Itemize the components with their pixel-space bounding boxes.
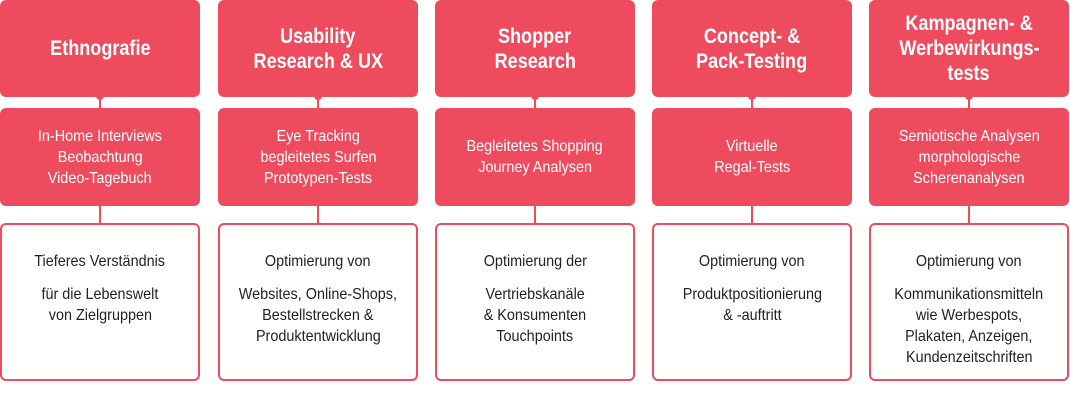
goal-line: Optimierung von	[916, 253, 1022, 270]
connector-line	[317, 204, 319, 238]
method-line: Prototypen-Tests	[263, 169, 373, 187]
column-title-box: Concept- & Pack-Testing	[652, 0, 852, 97]
column-title-box: Usability Research & UX	[218, 0, 418, 97]
connector-dot	[748, 92, 756, 100]
column-title-line: Werbewirkungs-	[898, 37, 1040, 60]
methods-box: In-Home Interviews Beobachtung Video-Tag…	[0, 108, 200, 206]
goal-line: Plakaten, Anzeigen,	[905, 328, 1033, 345]
connector-dot	[531, 92, 539, 100]
goal-line: Optimierung von	[265, 253, 371, 270]
method-line: Begleitetes Shopping	[466, 138, 604, 155]
goal-line: Produktpositionierung	[682, 286, 822, 303]
goal-box: Tieferes Verständnis für die Lebenswelt …	[0, 223, 200, 381]
goal-line: Kundenzeitschriften	[905, 349, 1033, 366]
goal-box: Optimierung von Produktpositionierung & …	[652, 223, 852, 381]
goal-line: Optimierung der	[483, 253, 587, 270]
goal-box: Optimierung von Kommunikationsmitteln wi…	[869, 223, 1069, 381]
column-title-box: Ethnografie	[0, 0, 200, 97]
method-line: Video-Tagebuch	[48, 169, 152, 187]
method-line: Journey Analysen	[478, 159, 592, 176]
connector-line	[751, 204, 753, 238]
method-line: Beobachtung	[57, 148, 143, 166]
column-title-box: Shopper Research	[435, 0, 635, 97]
goal-line: Vertriebskanäle	[485, 286, 585, 303]
goal-line: Tieferes Verständnis	[34, 253, 166, 270]
goal-line: Websites, Online-Shops,	[238, 286, 398, 303]
goal-box: Optimierung der Vertriebskanäle & Konsum…	[435, 223, 635, 381]
goal-line: Kommunikationsmitteln	[894, 286, 1044, 303]
method-line: Regal-Tests	[713, 159, 791, 176]
method-line: Semiotische Analysen	[898, 127, 1040, 145]
column-title-line: tests	[947, 62, 991, 85]
column-title-line: Kampagnen- &	[905, 12, 1033, 35]
connector-dot	[314, 92, 322, 100]
goal-line: Optimierung von	[699, 253, 805, 270]
methods-box: Virtuelle Regal-Tests	[652, 108, 852, 206]
connector-line	[317, 95, 319, 111]
goal-line: für die Lebenswelt	[41, 286, 159, 303]
connector-line	[99, 95, 101, 111]
column-kampagnen-werbewirkungstests: Kampagnen- & Werbewirkungs- tests Semiot…	[869, 0, 1069, 417]
method-line: morphologische	[918, 148, 1020, 166]
methods-box: Begleitetes Shopping Journey Analysen	[435, 108, 635, 206]
goal-line: wie Werbespots,	[915, 307, 1023, 324]
column-title-line: Concept- &	[703, 24, 801, 48]
connector-line	[751, 95, 753, 111]
methods-box: Eye Tracking begleitetes Surfen Prototyp…	[218, 108, 418, 206]
goal-line: von Zielgruppen	[48, 307, 152, 324]
connector-line	[534, 95, 536, 111]
method-line: Eye Tracking	[276, 127, 360, 145]
column-shopper-research: Shopper Research Begleitetes Shopping Jo…	[435, 0, 635, 417]
connector-line	[534, 204, 536, 238]
column-usability-research: Usability Research & UX Eye Tracking beg…	[218, 0, 418, 417]
method-line: begleitetes Surfen	[259, 148, 377, 166]
connector-dot	[96, 92, 104, 100]
connector-line	[968, 204, 970, 238]
method-line: Virtuelle	[726, 138, 778, 155]
connector-dot	[965, 92, 973, 100]
column-title-box: Kampagnen- & Werbewirkungs- tests	[869, 0, 1069, 97]
goal-line: & -auftritt	[722, 307, 782, 324]
column-title-line: Research	[494, 49, 576, 73]
column-title-line: Shopper	[498, 24, 572, 48]
column-title-line: Usability	[280, 24, 356, 48]
column-concept-pack-testing: Concept- & Pack-Testing Virtuelle Regal-…	[652, 0, 852, 417]
connector-line	[968, 95, 970, 111]
goal-line: & Konsumenten	[483, 307, 587, 324]
method-line: In-Home Interviews	[37, 127, 163, 145]
column-title-line: Pack-Testing	[696, 49, 808, 73]
connector-line	[99, 204, 101, 238]
goal-line: Bestellstrecken &	[262, 307, 374, 324]
column-ethnografie: Ethnografie In-Home Interviews Beobachtu…	[0, 0, 200, 417]
goal-box: Optimierung von Websites, Online-Shops, …	[218, 223, 418, 381]
goal-line: Produktentwicklung	[255, 328, 381, 345]
method-line: Scherenanalysen	[913, 169, 1025, 187]
goal-line: Touchpoints	[496, 328, 574, 345]
column-title-line: Ethnografie	[49, 37, 151, 60]
column-title-line: Research & UX	[253, 49, 383, 73]
methods-box: Semiotische Analysen morphologische Sche…	[869, 108, 1069, 206]
